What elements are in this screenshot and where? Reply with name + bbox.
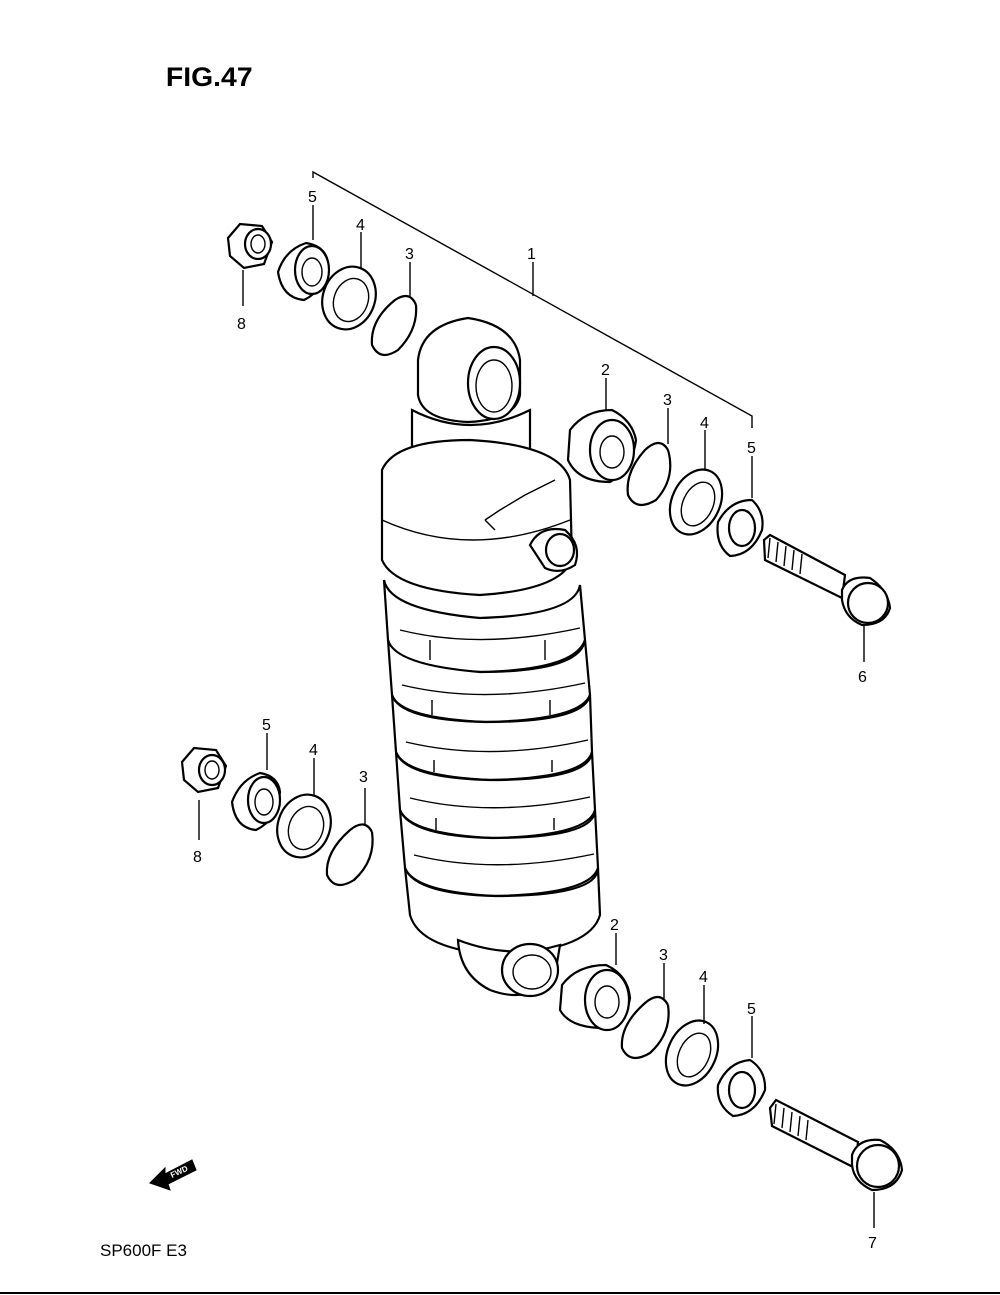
upper-nut-8 bbox=[226, 222, 274, 306]
callout-upper-ring: 3 bbox=[663, 392, 672, 409]
callout-lower-bolt: 7 bbox=[868, 1235, 877, 1252]
lower-nut-8 bbox=[180, 746, 228, 840]
callout-lower-spacer-left: 5 bbox=[262, 717, 271, 734]
lower-washer-4-right bbox=[664, 985, 720, 1087]
callout-lower-ring-left: 3 bbox=[359, 769, 368, 786]
callout-upper-nut: 8 bbox=[237, 316, 246, 333]
callout-upper-bolt: 6 bbox=[858, 669, 867, 686]
fwd-arrow-icon: FWD bbox=[149, 1159, 197, 1191]
callout-upper-washer-left: 4 bbox=[356, 217, 365, 234]
upper-washer-4-right bbox=[668, 430, 724, 536]
lower-spacer-5-right bbox=[716, 1016, 767, 1118]
upper-bushing-2 bbox=[566, 378, 638, 484]
upper-spacer-5-left bbox=[276, 205, 331, 302]
callout-lower-washer-right: 4 bbox=[699, 969, 708, 986]
assembly-bracket bbox=[312, 170, 753, 428]
lower-spacer-5-left bbox=[230, 733, 282, 832]
figure-title: FIG.47 bbox=[165, 62, 253, 92]
lower-bolt-7 bbox=[768, 1098, 904, 1228]
upper-spacer-5-right bbox=[716, 456, 764, 558]
callout-upper-spacer-left: 5 bbox=[308, 189, 317, 206]
callout-upper-ring-left: 3 bbox=[405, 246, 414, 263]
lower-ring-3-left bbox=[325, 788, 374, 887]
upper-bolt-6 bbox=[762, 533, 892, 662]
callout-lower-spacer-right: 5 bbox=[747, 1001, 756, 1018]
lower-ring-3-right bbox=[620, 963, 670, 1060]
callout-lower-ring-right: 3 bbox=[659, 947, 668, 964]
upper-ring-3-left bbox=[370, 262, 418, 357]
callout-upper-spacer-right: 5 bbox=[747, 440, 756, 457]
callout-lower-bushing: 2 bbox=[610, 917, 619, 934]
callout-lower-nut: 8 bbox=[193, 849, 202, 866]
callout-lower-washer-left: 4 bbox=[309, 742, 318, 759]
callout-upper-bushing: 2 bbox=[601, 362, 610, 379]
model-label: SP600F E3 bbox=[100, 1241, 187, 1260]
upper-ring-3-right bbox=[626, 408, 672, 507]
lower-washer-4-left bbox=[276, 758, 332, 859]
callout-upper-washer: 4 bbox=[700, 415, 709, 432]
lower-bushing-2 bbox=[558, 933, 632, 1032]
upper-washer-4-left bbox=[321, 232, 377, 331]
shock-absorber bbox=[380, 316, 602, 998]
callout-upper-bracket: 1 bbox=[527, 246, 536, 263]
